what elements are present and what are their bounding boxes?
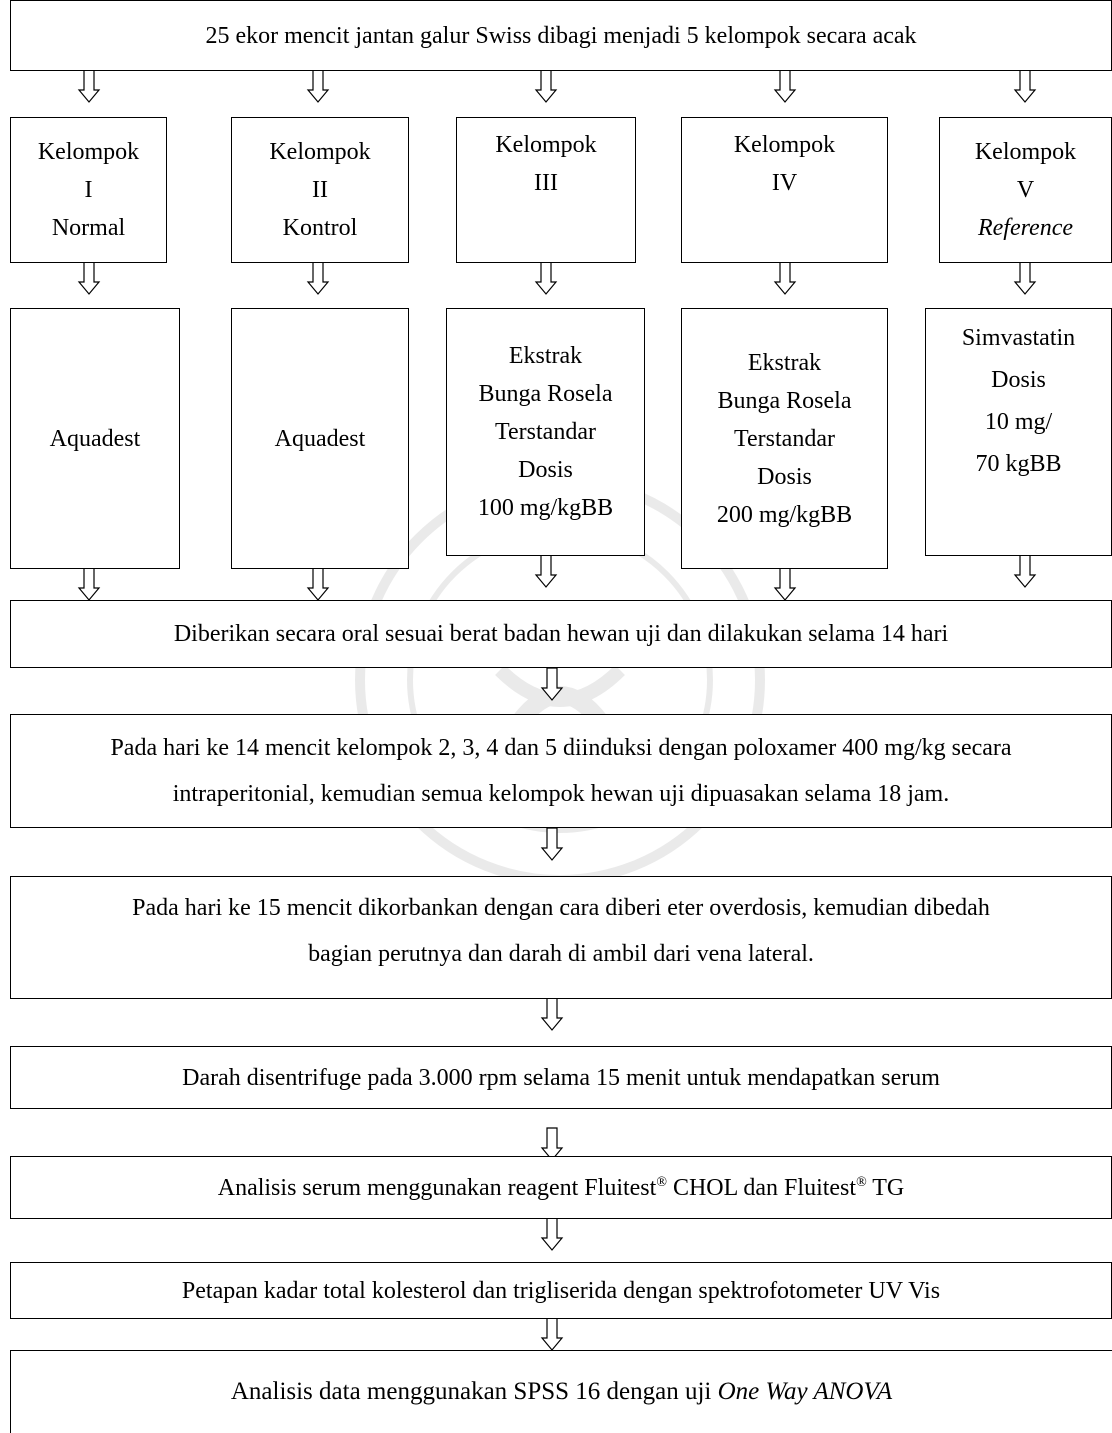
- group-5-line-1: Kelompok: [974, 139, 1077, 165]
- step-induction-box: Pada hari ke 14 mencit kelompok 2, 3, 4 …: [10, 714, 1112, 828]
- step-induction-line-2: intraperitonial, kemudian semua kelompok…: [172, 781, 950, 807]
- group-3-line-2: III: [534, 170, 558, 196]
- step-measure-text: Petapan kadar total kolesterol dan trigl…: [181, 1277, 941, 1304]
- treatment-5-line-2: Dosis: [991, 367, 1046, 393]
- arrow-down-icon: [535, 261, 557, 295]
- start-box: 25 ekor mencit jantan galur Swiss dibagi…: [10, 0, 1112, 71]
- treatment-3-line-4: Dosis: [518, 457, 573, 483]
- step-measure-box: Petapan kadar total kolesterol dan trigl…: [10, 1262, 1112, 1319]
- arrow-down-icon: [774, 261, 796, 295]
- step-centrifuge-text: Darah disentrifuge pada 3.000 rpm selama…: [182, 1064, 940, 1091]
- treatment-box-3: Ekstrak Bunga Rosela Terstandar Dosis 10…: [446, 308, 645, 556]
- group-box-1: Kelompok I Normal: [10, 117, 167, 263]
- group-2-line-3: Kontrol: [282, 215, 358, 241]
- treatment-box-1: Aquadest: [10, 308, 180, 569]
- arrow-down-icon: [307, 69, 329, 103]
- group-box-2: Kelompok II Kontrol: [231, 117, 409, 263]
- step-oral-box: Diberikan secara oral sesuai berat badan…: [10, 600, 1112, 668]
- serum-text-b: CHOL dan Fluitest: [666, 1174, 857, 1201]
- treatment-4-line-3: Terstandar: [734, 425, 835, 452]
- group-1-line-1: Kelompok: [37, 139, 140, 165]
- step-sacrifice-line-2: bagian perutnya dan darah di ambil dari …: [308, 941, 814, 967]
- arrow-down-icon: [774, 69, 796, 103]
- registered-mark: ®: [856, 1174, 867, 1190]
- group-5-line-2: V: [1016, 177, 1035, 203]
- group-4-line-1: Kelompok: [733, 132, 836, 158]
- arrow-down-icon: [1014, 554, 1036, 588]
- group-2-line-1: Kelompok: [269, 139, 371, 165]
- group-box-5: Kelompok V Reference: [939, 117, 1112, 263]
- step-induction-line-1: Pada hari ke 14 mencit kelompok 2, 3, 4 …: [110, 735, 1012, 761]
- treatment-3-line-2: Bunga Rosela: [478, 381, 613, 407]
- treatment-1-line-1: Aquadest: [49, 425, 141, 452]
- step-centrifuge-box: Darah disentrifuge pada 3.000 rpm selama…: [10, 1046, 1112, 1109]
- group-5-line-3: Reference: [977, 215, 1074, 241]
- treatment-3-line-5: 100 mg/kgBB: [477, 495, 614, 521]
- arrow-down-icon: [78, 567, 100, 601]
- treatment-3-line-1: Ekstrak: [508, 343, 583, 369]
- analysis-text-a: Analisis data menggunakan SPSS 16 dengan…: [230, 1378, 718, 1405]
- group-1-line-2: I: [84, 177, 93, 203]
- analysis-text-b: One Way ANOVA: [717, 1378, 893, 1405]
- treatment-3-line-3: Terstandar: [495, 419, 596, 445]
- arrow-down-icon: [535, 69, 557, 103]
- group-4-line-2: IV: [771, 170, 798, 196]
- treatment-4-line-4: Dosis: [757, 463, 812, 490]
- group-box-3: Kelompok III: [456, 117, 636, 263]
- arrow-down-icon: [1014, 69, 1036, 103]
- step-serum-text: Analisis serum menggunakan reagent Fluit…: [218, 1169, 905, 1207]
- arrow-down-icon: [78, 69, 100, 103]
- arrow-down-icon: [541, 827, 563, 861]
- step-sacrifice-box: Pada hari ke 15 mencit dikorbankan denga…: [10, 876, 1112, 999]
- arrow-down-icon: [535, 554, 557, 588]
- treatment-5-line-3: 10 mg/: [984, 409, 1053, 435]
- registered-mark: ®: [656, 1174, 667, 1190]
- arrow-down-icon: [78, 261, 100, 295]
- group-3-line-1: Kelompok: [495, 132, 597, 158]
- arrow-down-icon: [541, 1217, 563, 1251]
- group-2-line-2: II: [312, 177, 328, 203]
- step-analysis-box: Analisis data menggunakan SPSS 16 dengan…: [10, 1350, 1112, 1433]
- treatment-box-2: Aquadest: [231, 308, 409, 569]
- treatment-box-5: Simvastatin Dosis 10 mg/ 70 kgBB: [925, 308, 1112, 556]
- group-box-4: Kelompok IV: [681, 117, 888, 263]
- step-oral-text: Diberikan secara oral sesuai berat badan…: [173, 621, 949, 647]
- treatment-4-line-1: Ekstrak: [747, 349, 822, 376]
- serum-text-a: Analisis serum menggunakan reagent Fluit…: [217, 1174, 657, 1201]
- serum-text-c: TG: [866, 1174, 905, 1201]
- treatment-box-4: Ekstrak Bunga Rosela Terstandar Dosis 20…: [681, 308, 888, 569]
- group-1-line-3: Normal: [51, 215, 126, 241]
- treatment-5-line-4: 70 kgBB: [975, 451, 1062, 477]
- arrow-down-icon: [307, 567, 329, 601]
- arrow-down-icon: [774, 567, 796, 601]
- start-text: 25 ekor mencit jantan galur Swiss dibagi…: [205, 22, 917, 49]
- treatment-5-line-1: Simvastatin: [961, 325, 1076, 351]
- arrow-down-icon: [307, 261, 329, 295]
- arrow-down-icon: [541, 1317, 563, 1351]
- arrow-down-icon: [541, 667, 563, 701]
- treatment-2-line-1: Aquadest: [274, 425, 366, 452]
- arrow-down-icon: [541, 997, 563, 1031]
- treatment-4-line-5: 200 mg/kgBB: [716, 501, 853, 528]
- step-sacrifice-line-1: Pada hari ke 15 mencit dikorbankan denga…: [132, 895, 990, 921]
- step-serum-box: Analisis serum menggunakan reagent Fluit…: [10, 1156, 1112, 1219]
- step-analysis-text: Analisis data menggunakan SPSS 16 dengan…: [231, 1373, 892, 1411]
- treatment-4-line-2: Bunga Rosela: [717, 387, 852, 414]
- arrow-down-icon: [1014, 261, 1036, 295]
